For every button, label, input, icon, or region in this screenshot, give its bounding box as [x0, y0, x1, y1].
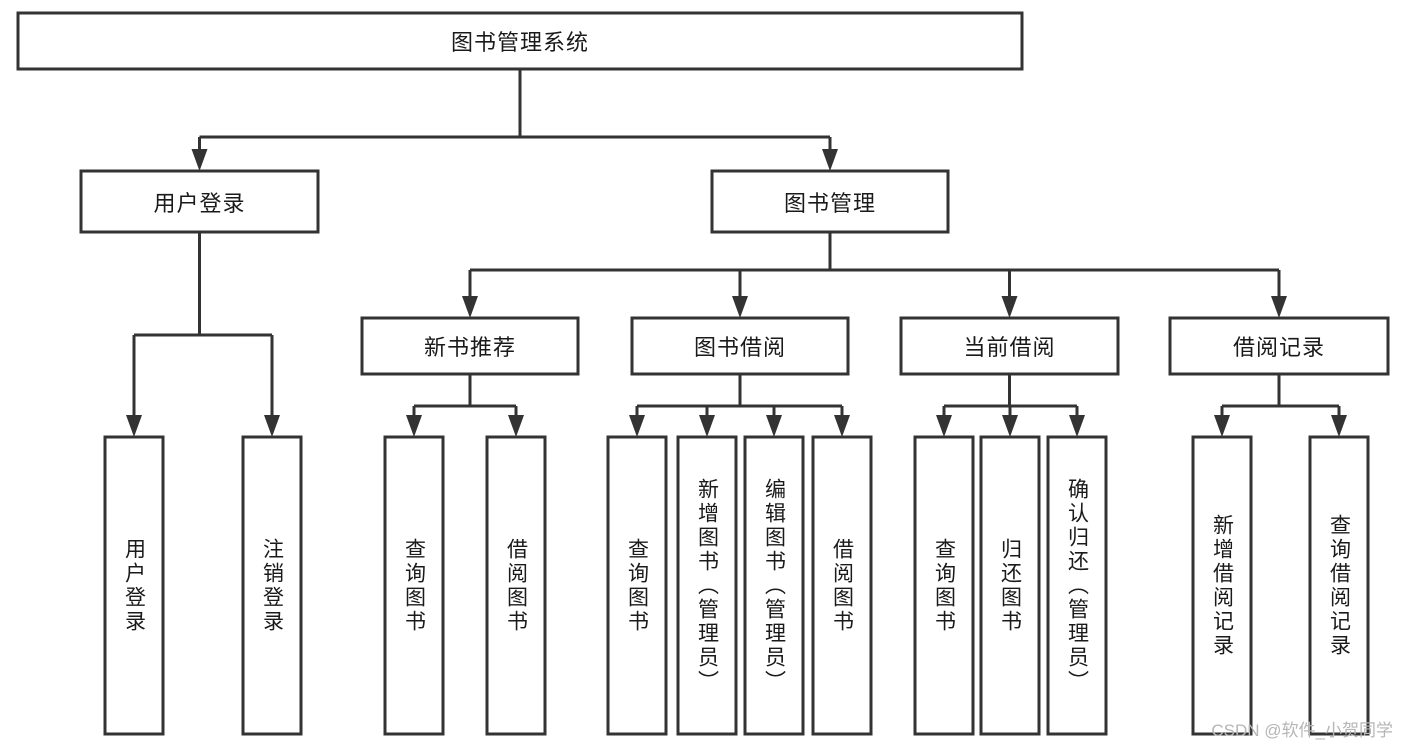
node-box-user-login[interactable]	[79, 169, 320, 234]
arrow-head-icon	[462, 296, 478, 318]
arrow-head-icon	[822, 149, 838, 171]
node-box-new-book-rec[interactable]	[360, 316, 580, 376]
node-box-leaf-user-login[interactable]	[103, 435, 165, 736]
node-box-leaf-query-record[interactable]	[1308, 435, 1370, 736]
node-box-leaf-query-book[interactable]	[606, 435, 668, 736]
node-box-leaf-query-book-rec[interactable]	[383, 435, 445, 736]
node-box-current-borrow[interactable]	[899, 316, 1120, 376]
node-box-leaf-borrow-book-rec[interactable]	[485, 435, 547, 736]
connectors-layer	[126, 69, 1347, 437]
node-box-borrow-record[interactable]	[1168, 316, 1390, 376]
node-box-root[interactable]	[16, 11, 1024, 71]
node-box-leaf-return-book[interactable]	[979, 435, 1041, 736]
arrow-head-icon	[1331, 415, 1347, 437]
arrow-head-icon	[1214, 415, 1230, 437]
arrow-head-icon	[1069, 415, 1085, 437]
arrow-head-icon	[264, 415, 280, 437]
node-box-leaf-user-logout[interactable]	[241, 435, 303, 736]
arrow-head-icon	[126, 415, 142, 437]
arrow-head-icon	[406, 415, 422, 437]
boxes-layer	[16, 11, 1390, 736]
node-box-leaf-confirm-return[interactable]	[1046, 435, 1108, 736]
node-box-leaf-query-book-cur[interactable]	[913, 435, 975, 736]
arrow-head-icon	[766, 415, 782, 437]
node-box-leaf-borrow-book[interactable]	[811, 435, 873, 736]
arrow-head-icon	[629, 415, 645, 437]
node-box-leaf-edit-book[interactable]	[743, 435, 805, 736]
watermark: CSDN @软件_小贺同学	[1211, 721, 1393, 740]
arrow-head-icon	[1002, 415, 1018, 437]
node-box-leaf-add-book[interactable]	[676, 435, 738, 736]
node-box-book-manage[interactable]	[710, 169, 950, 234]
arrow-head-icon	[1271, 296, 1287, 318]
arrow-head-icon	[834, 415, 850, 437]
arrow-head-icon	[936, 415, 952, 437]
arrow-head-icon	[699, 415, 715, 437]
arrow-head-icon	[191, 149, 208, 171]
node-box-leaf-add-record[interactable]	[1191, 435, 1253, 736]
arrow-head-icon	[732, 296, 748, 318]
arrow-head-icon	[508, 415, 524, 437]
node-box-book-borrow[interactable]	[630, 316, 850, 376]
arrow-head-icon	[1001, 296, 1018, 318]
